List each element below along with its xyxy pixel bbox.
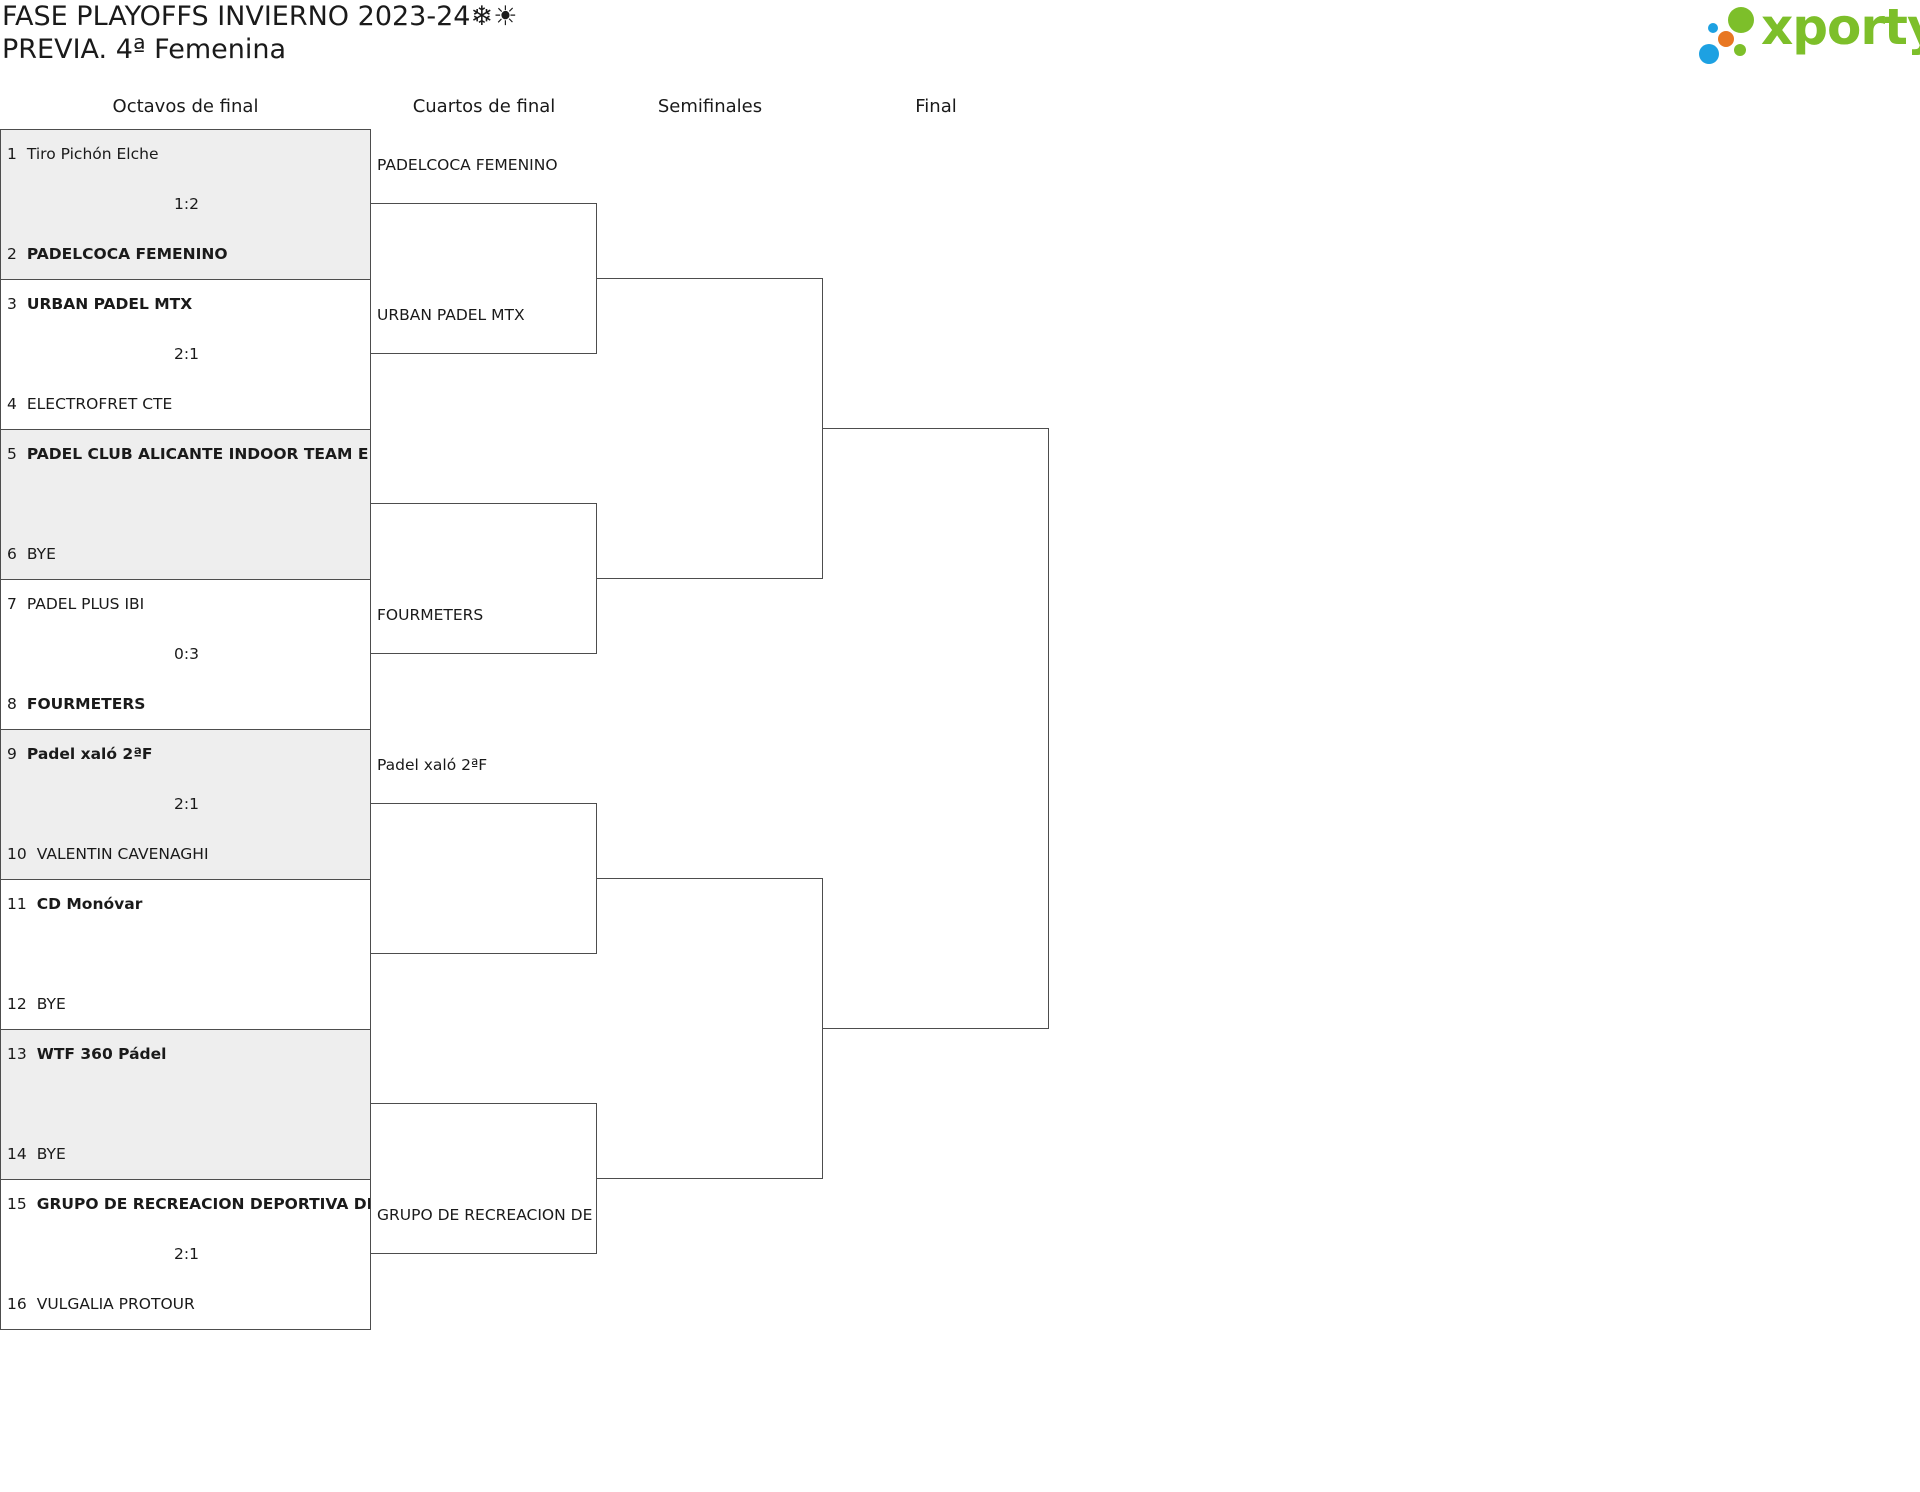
match-score: 0:3 xyxy=(174,645,199,663)
team-name: ELECTROFRET CTE xyxy=(26,395,173,413)
seed-number: 16 xyxy=(7,1295,27,1313)
match-score: 2:1 xyxy=(174,1245,199,1263)
bracket-connector-cuartos-1 xyxy=(371,203,597,354)
team-name: BYE xyxy=(36,1145,66,1163)
seed-number: 11 xyxy=(7,895,27,913)
bracket-connector-cuartos-2 xyxy=(371,503,597,654)
team-name: FOURMETERS xyxy=(26,695,146,713)
match-score: 2:1 xyxy=(174,795,199,813)
seed-number: 12 xyxy=(7,995,27,1013)
team-name: Padel xaló 2ªF xyxy=(26,745,153,763)
match-score: 1:2 xyxy=(174,195,199,213)
seed-number: 4 xyxy=(7,395,17,413)
match-octavos-3[interactable]: 5 PADEL CLUB ALICANTE INDOOR TEAM E 6 BYE xyxy=(0,429,371,580)
round-header-semifinales: Semifinales xyxy=(657,96,763,117)
team-name: Tiro Pichón Elche xyxy=(26,145,159,163)
seed-number: 13 xyxy=(7,1045,27,1063)
team-name: PADELCOCA FEMENINO xyxy=(26,245,228,263)
match-octavos-1[interactable]: 1 Tiro Pichón Elche 1:2 2 PADELCOCA FEMENI… xyxy=(0,129,371,280)
page-title: FASE PLAYOFFS INVIERNO 2023-24❄☀ xyxy=(2,1,518,32)
match-octavos-2[interactable]: 3 URBAN PADEL MTX 2:1 4 ELECTROFRET CTE xyxy=(0,279,371,430)
match-octavos-5[interactable]: 9 Padel xaló 2ªF 2:1 10 VALENTIN CAVENAGHI xyxy=(0,729,371,880)
bracket-slot-cuartos: PADELCOCA FEMENINO xyxy=(377,156,558,174)
page-subtitle: PREVIA. 4ª Femenina xyxy=(2,34,287,65)
seed-number: 3 xyxy=(7,295,17,313)
logo-dots-icon xyxy=(1699,7,1754,64)
match-octavos-4[interactable]: 7 PADEL PLUS IBI 0:3 8 FOURMETERS xyxy=(0,579,371,730)
team-name: URBAN PADEL MTX xyxy=(26,295,193,313)
seed-number: 8 xyxy=(7,695,17,713)
round-header-octavos: Octavos de final xyxy=(112,96,259,117)
seed-number: 1 xyxy=(7,145,17,163)
seed-number: 10 xyxy=(7,845,27,863)
round-header-final: Final xyxy=(915,96,957,117)
match-octavos-6[interactable]: 11 CD Monóvar 12 BYE xyxy=(0,879,371,1030)
bracket-connector-semifinal-1 xyxy=(597,278,823,579)
seed-number: 5 xyxy=(7,445,17,463)
round-header-cuartos: Cuartos de final xyxy=(412,96,556,117)
team-name: VULGALIA PROTOUR xyxy=(36,1295,195,1313)
bracket-connector-cuartos-3 xyxy=(371,803,597,954)
bracket-slot-cuartos: URBAN PADEL MTX xyxy=(377,306,525,324)
bracket-slot-cuartos: Padel xaló 2ªF xyxy=(377,756,488,774)
seed-number: 14 xyxy=(7,1145,27,1163)
match-octavos-7[interactable]: 13 WTF 360 Pádel 14 BYE xyxy=(0,1029,371,1180)
team-name: PADEL PLUS IBI xyxy=(26,595,145,613)
seed-number: 15 xyxy=(7,1195,27,1213)
match-score: 2:1 xyxy=(174,345,199,363)
seed-number: 9 xyxy=(7,745,17,763)
team-name: GRUPO DE RECREACION DEPORTIVA DE PA xyxy=(36,1195,371,1213)
seed-number: 2 xyxy=(7,245,17,263)
logo-text: xporty xyxy=(1761,0,1920,56)
bracket-connector-final xyxy=(823,428,1049,1029)
bracket-connector-cuartos-4 xyxy=(371,1103,597,1254)
seed-number: 6 xyxy=(7,545,17,563)
team-name: WTF 360 Pádel xyxy=(36,1045,167,1063)
match-octavos-8[interactable]: 15 GRUPO DE RECREACION DEPORTIVA DE PA 2:… xyxy=(0,1179,371,1330)
xporty-logo[interactable]: xporty xyxy=(1695,0,1920,74)
team-name: VALENTIN CAVENAGHI xyxy=(36,845,209,863)
bracket-slot-cuartos: FOURMETERS xyxy=(377,606,484,624)
team-name: PADEL CLUB ALICANTE INDOOR TEAM E xyxy=(26,445,369,463)
team-name: BYE xyxy=(36,995,66,1013)
bracket-slot-cuartos: GRUPO DE RECREACION DE xyxy=(377,1206,593,1224)
seed-number: 7 xyxy=(7,595,17,613)
team-name: CD Monóvar xyxy=(36,895,143,913)
bracket-connector-semifinal-2 xyxy=(597,878,823,1179)
team-name: BYE xyxy=(26,545,56,563)
